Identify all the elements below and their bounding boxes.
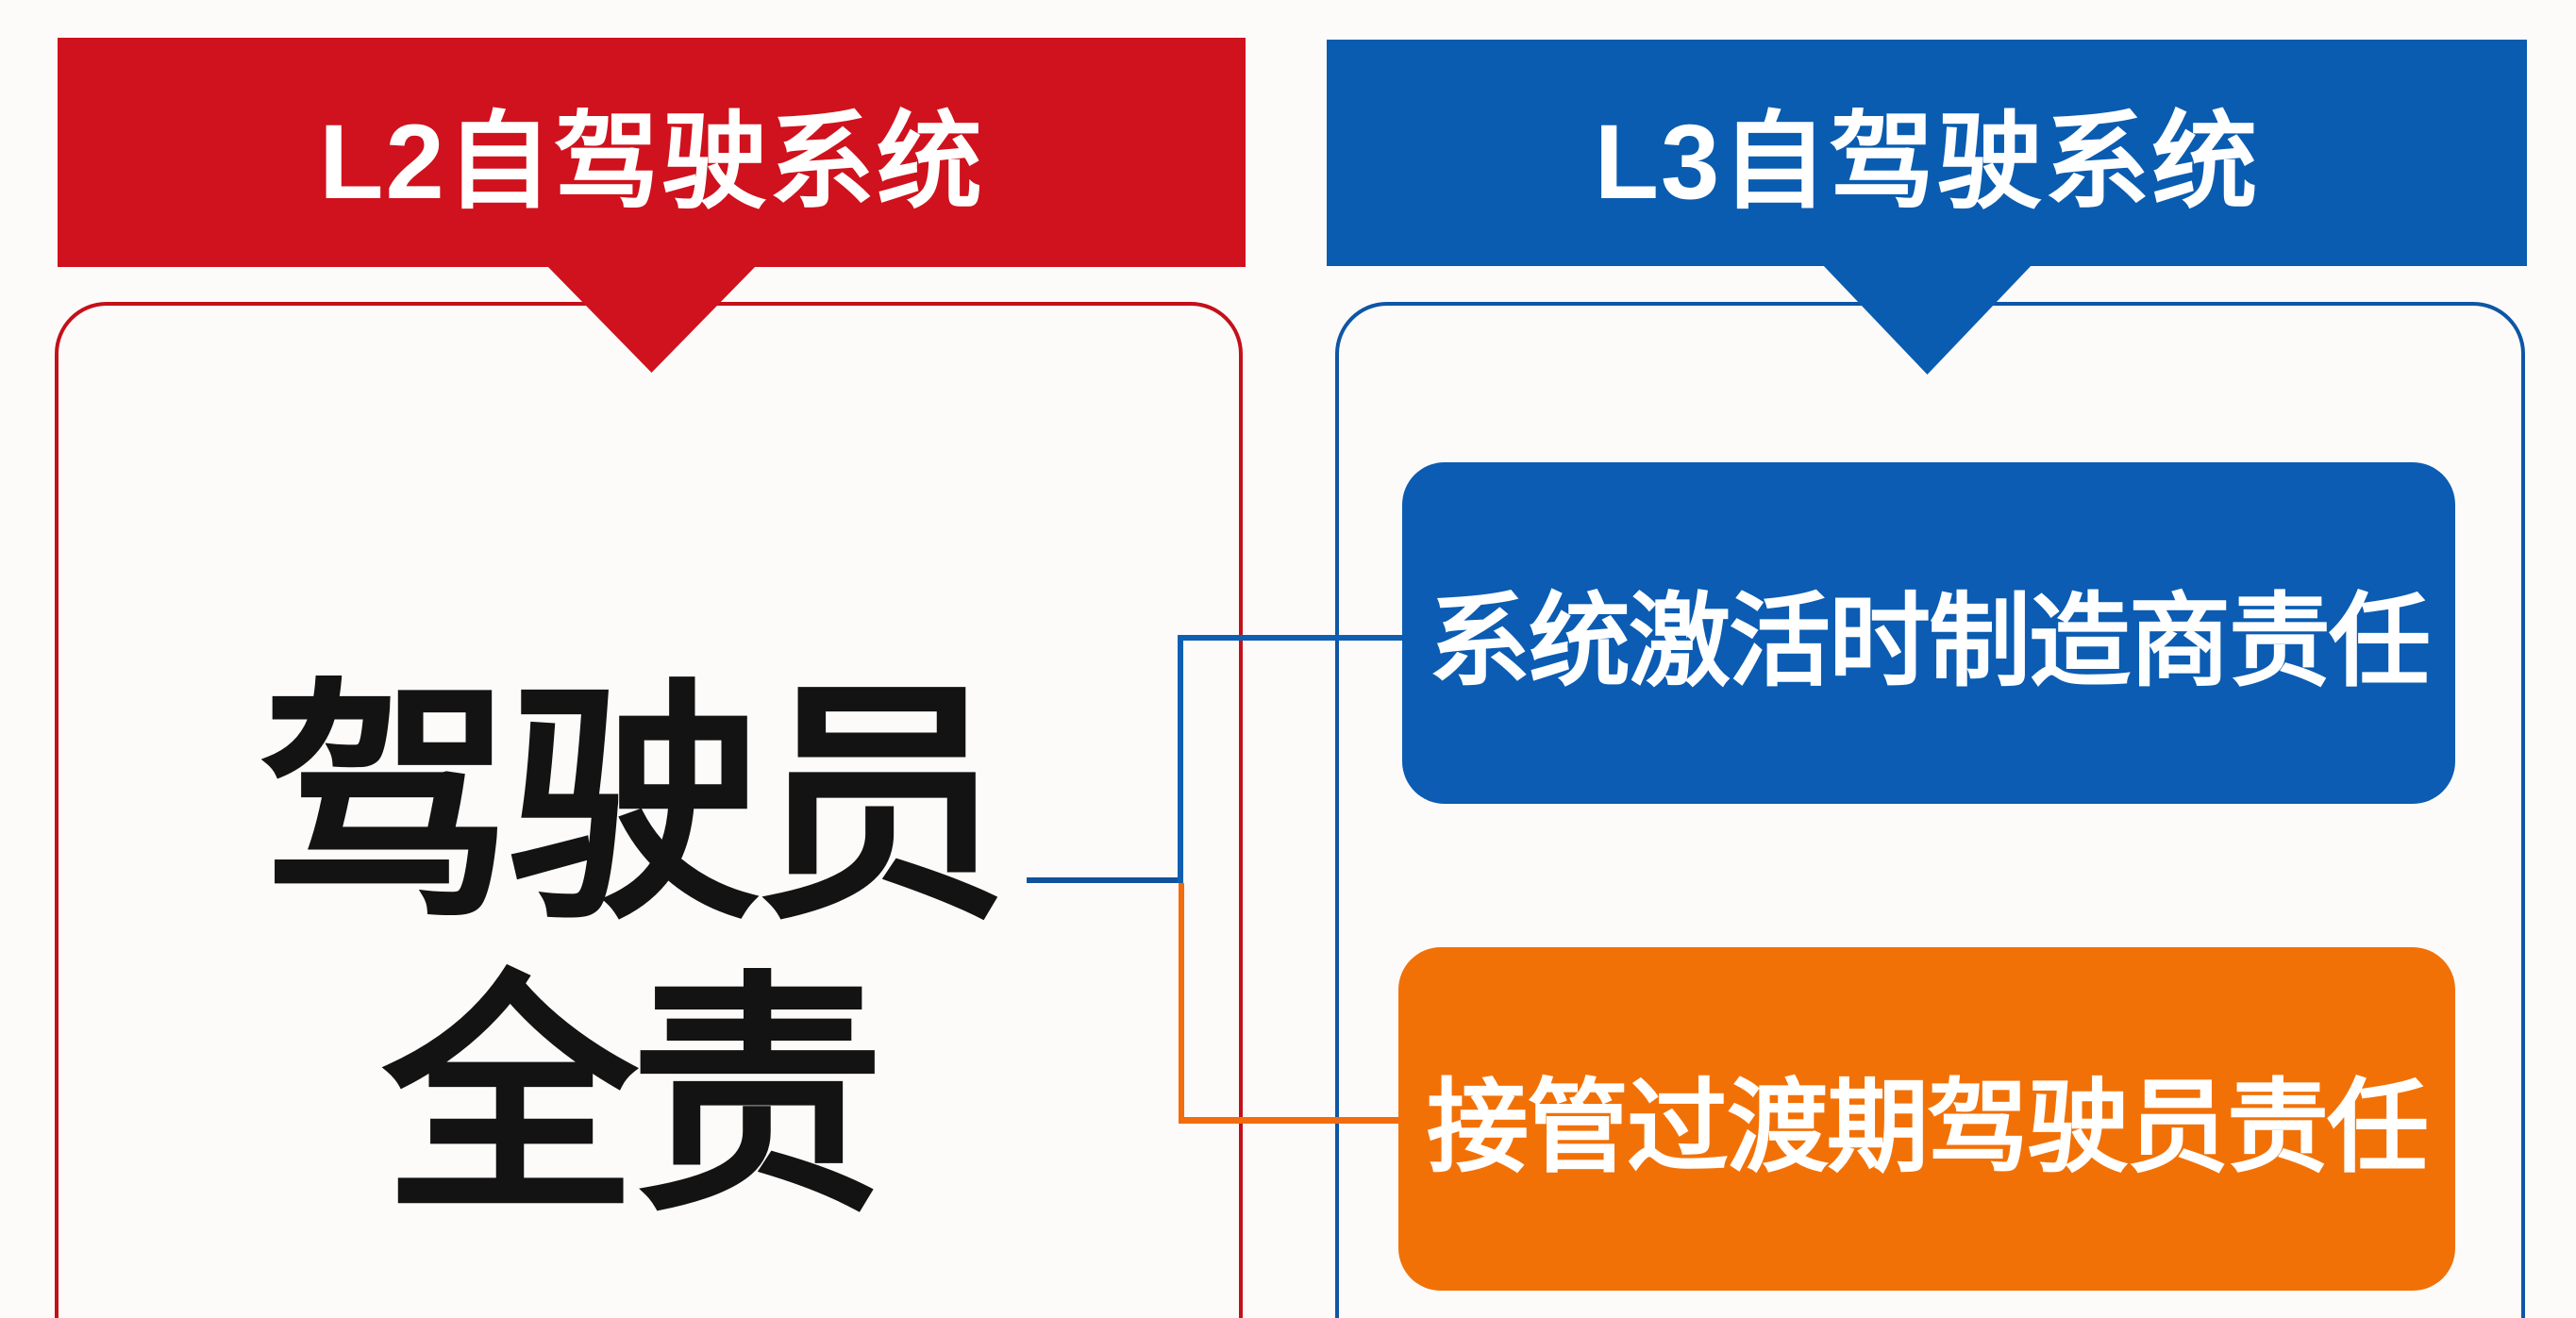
- l3-driver-takeover-responsibility-label: 接管过渡期驾驶员责任: [1426, 1070, 2429, 1184]
- l2-header-label: L2自驾驶系统: [319, 102, 984, 221]
- l2-text-line2: 全责: [382, 957, 885, 1241]
- connector-orange-horizontal-to-takeover-box: [1179, 1117, 1398, 1124]
- l2-header: L2自驾驶系统: [58, 38, 1246, 267]
- l3-driver-takeover-responsibility-box: 接管过渡期驾驶员责任: [1398, 947, 2455, 1291]
- l3-manufacturer-responsibility-box: 系统激活时制造商责任: [1402, 462, 2455, 804]
- connector-blue-horizontal-to-manufacturer-box: [1178, 635, 1402, 641]
- l3-header-label: L3自驾驶系统: [1594, 103, 2260, 221]
- connector-stub-from-driver-text: [1027, 877, 1183, 883]
- l3-header: L3自驾驶系统: [1327, 40, 2527, 266]
- l2-driver-full-responsibility-text: 驾驶员 全责: [36, 660, 1224, 1245]
- connector-orange-vertical: [1179, 883, 1184, 1120]
- l3-manufacturer-responsibility-label: 系统激活时制造商责任: [1428, 584, 2431, 698]
- l2-text-line1: 驾驶员: [259, 664, 1009, 948]
- connector-blue-vertical: [1178, 635, 1183, 883]
